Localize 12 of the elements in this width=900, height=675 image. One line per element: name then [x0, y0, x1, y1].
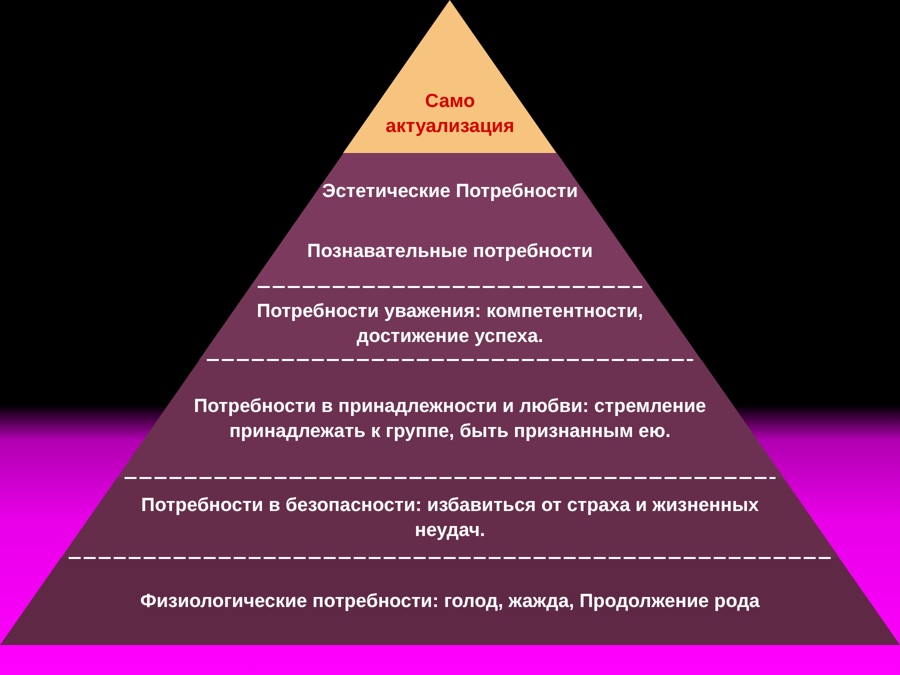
pyramid-level	[60, 478, 840, 558]
level-label: Потребности в безопасности: избавиться от страха и жизненных неудач.	[140, 494, 760, 543]
pyramid-level	[343, 0, 557, 153]
level-label: Физиологические потребности: голод, жажда, Продолжение рода	[140, 590, 760, 614]
level-label: Эстетические Потребности	[322, 180, 578, 204]
pyramid-level	[0, 558, 900, 645]
level-label: Потребности уважения: компетентности, достижение успеха.	[256, 300, 644, 348]
pyramid-level	[250, 153, 650, 287]
pyramid-level	[116, 360, 784, 478]
level-label: Само актуализация	[384, 90, 516, 139]
level-label: Потребности в принадлежности и любви: стремление принадлежать к группе, быть признанным ею.	[192, 395, 708, 444]
level-label: Познавательные потребности	[307, 240, 593, 264]
